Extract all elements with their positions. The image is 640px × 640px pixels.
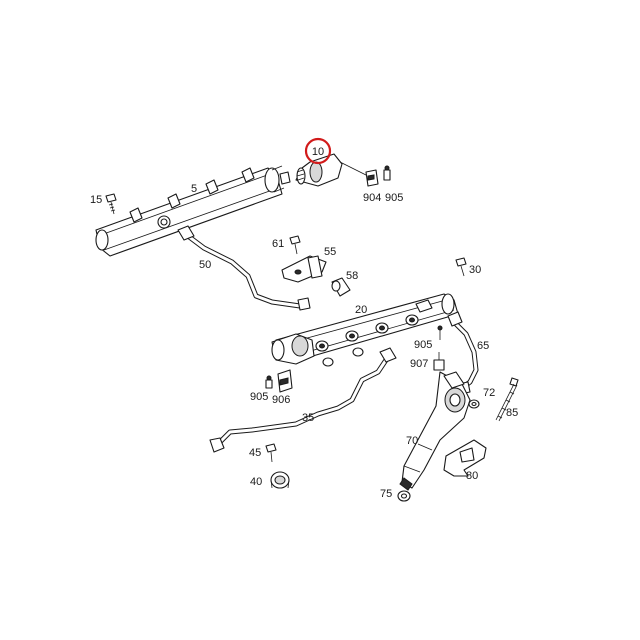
connector-part-906[interactable]: [277, 369, 293, 393]
injector-part-70[interactable]: [399, 371, 471, 491]
pin-part-905-left[interactable]: [265, 375, 273, 389]
callout-58: 58: [346, 270, 358, 282]
sleeve-part-58[interactable]: [331, 277, 351, 297]
callout-75: 75: [380, 488, 392, 500]
return-line-part-35[interactable]: [209, 347, 397, 453]
connector-part-907[interactable]: [433, 352, 445, 371]
pressure-line-part-50[interactable]: [177, 225, 311, 311]
callout-907: 907: [410, 358, 428, 370]
callout-904: 904: [363, 192, 381, 204]
fuel-rail-part-5[interactable]: [95, 165, 291, 257]
callout-72: 72: [483, 387, 495, 399]
callout-20: 20: [355, 304, 367, 316]
bolt-part-30[interactable]: [455, 257, 467, 277]
callout-5: 5: [191, 183, 197, 195]
pressure-sensor-part-10[interactable]: [295, 153, 369, 187]
callout-10: 10: [312, 146, 324, 158]
highlight-circle: [304, 137, 332, 165]
callout-905-injector: 905: [414, 339, 432, 351]
callout-50: 50: [199, 259, 211, 271]
callout-61: 61: [272, 238, 284, 250]
callout-905-left: 905: [250, 391, 268, 403]
callout-85: 85: [506, 407, 518, 419]
callout-906: 906: [272, 394, 290, 406]
bolt-part-45[interactable]: [265, 443, 277, 463]
fuel-rail-part-20[interactable]: [271, 293, 459, 367]
injector-line-part-65[interactable]: [447, 311, 479, 395]
pin-part-905-injector[interactable]: [437, 325, 443, 340]
stud-part-85[interactable]: [495, 377, 519, 422]
ring-part-72[interactable]: [468, 399, 480, 409]
bushing-part-40[interactable]: [270, 471, 290, 489]
callout-15: 15: [90, 194, 102, 206]
callout-45: 45: [249, 447, 261, 459]
callout-55: 55: [324, 246, 336, 258]
bolt-part-15[interactable]: [105, 193, 117, 215]
callout-905: 905: [385, 192, 403, 204]
bolt-part-61[interactable]: [289, 235, 301, 255]
callout-70: 70: [406, 435, 418, 447]
clamp-part-80[interactable]: [443, 439, 487, 477]
bracket-part-55[interactable]: [281, 255, 327, 283]
pin-part-905[interactable]: [383, 165, 391, 181]
washer-part-75[interactable]: [397, 490, 411, 502]
callout-30: 30: [469, 264, 481, 276]
callout-80: 80: [466, 470, 478, 482]
callout-65: 65: [477, 340, 489, 352]
callout-35: 35: [302, 412, 314, 424]
connector-part-904[interactable]: [365, 169, 379, 187]
callout-40: 40: [250, 476, 262, 488]
